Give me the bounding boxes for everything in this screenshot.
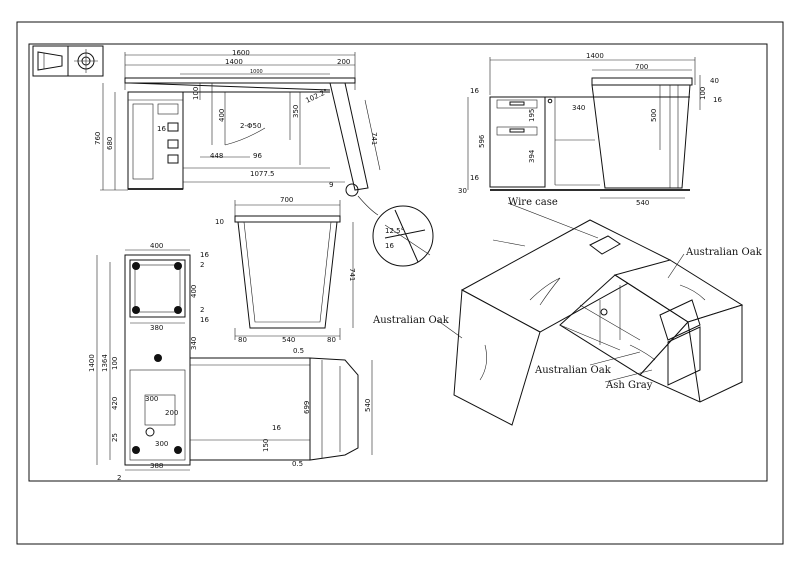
dim-plan-300a: 300 [145, 395, 158, 403]
dim-right-40: 40 [710, 77, 719, 85]
leg-dot [132, 262, 140, 270]
leg-dot [154, 354, 162, 362]
dim-plan-340: 340 [190, 337, 198, 350]
dim-plan-05a: 0.5 [293, 347, 304, 355]
dim-front-1600: 1600 [232, 49, 250, 57]
callout-oak-top-right: Australian Oak [685, 247, 763, 258]
dim-side-80r: 80 [327, 336, 336, 344]
inner-frame [28, 43, 768, 482]
dim-front-741: 741 [370, 132, 378, 145]
detail-angle: 12.5° [385, 227, 404, 235]
dim-plan-100: 100 [111, 357, 119, 370]
dim-front-1400: 1400 [225, 58, 243, 66]
dim-right-500: 500 [650, 109, 658, 122]
dim-plan-05b: 0.5 [292, 460, 303, 468]
dim-right-195: 195 [528, 109, 536, 122]
dim-side-700: 700 [280, 196, 293, 204]
dim-plan-380: 380 [150, 324, 163, 332]
callout-oak-left: Australian Oak [372, 315, 450, 326]
dim-plan-1400: 1400 [88, 354, 96, 372]
dim-plan-2b: 2 [200, 306, 204, 314]
right-front-view: 1400 700 40 16 100 16 340 596 195 394 50… [458, 52, 722, 207]
dim-plan-200: 200 [165, 409, 178, 417]
dim-plan-388: 388 [150, 462, 163, 470]
leg-dot [132, 446, 140, 454]
dim-right-30: 30 [458, 187, 467, 195]
dim-right-16: 16 [713, 96, 722, 104]
leg-dot [174, 446, 182, 454]
dim-right-700: 700 [635, 63, 648, 71]
dim-plan-300b: 300 [155, 440, 168, 448]
detail-circle: 12.5° 16 [357, 195, 434, 267]
callout-oak-middle: Australian Oak [534, 365, 612, 376]
dim-plan-540: 540 [364, 399, 372, 412]
leg-dot [174, 262, 182, 270]
dim-front-200: 200 [337, 58, 350, 66]
dim-front-400: 400 [218, 109, 226, 122]
leg-dot [174, 306, 182, 314]
dim-front-grommet: 2-Φ50 [240, 122, 261, 130]
dim-front-680: 680 [106, 137, 114, 150]
dim-right-1400: 1400 [586, 52, 604, 60]
dim-plan-699: 699 [303, 401, 311, 414]
dim-plan-2: 2 [117, 474, 121, 482]
dim-right-596: 596 [478, 134, 486, 148]
dim-front-1000: 1000 [250, 69, 263, 75]
dim-side-540: 540 [282, 336, 295, 344]
dim-front-350: 350 [292, 105, 300, 118]
wire-case-slot [589, 235, 621, 255]
dim-front-448: 448 [210, 152, 223, 160]
dim-plan-150: 150 [262, 439, 270, 452]
dim-plan-2a: 2 [200, 261, 204, 269]
isometric-view: Wire case Australian Oak Australian Oak … [372, 197, 763, 426]
dim-side-80l: 80 [238, 336, 247, 344]
dim-right-side16: 16 [470, 87, 479, 95]
dim-side-10: 10 [215, 218, 224, 226]
dim-front-16: 16 [157, 125, 166, 133]
dim-plan-400: 400 [150, 242, 163, 250]
leg-dot [132, 306, 140, 314]
dim-plan-400v: 400 [190, 285, 198, 298]
dim-front-100: 100 [192, 87, 200, 100]
callout-ash-gray: Ash Gray [605, 380, 653, 391]
dim-plan-16a: 16 [200, 251, 209, 259]
dim-right-b16: 16 [470, 174, 479, 182]
dim-plan-420: 420 [111, 397, 119, 410]
dim-front-96: 96 [253, 152, 262, 160]
side-view: 700 10 741 80 540 80 [215, 196, 356, 344]
dim-plan-25: 25 [111, 433, 119, 442]
dim-plan-16: 16 [272, 424, 281, 432]
dim-right-394: 394 [528, 149, 536, 163]
dim-front-1077: 1077.5 [250, 170, 275, 178]
dim-right-100: 100 [699, 87, 707, 100]
projection-symbol [32, 45, 104, 77]
outer-frame [16, 21, 784, 545]
dim-plan-16b: 16 [200, 316, 209, 324]
dim-side-741: 741 [348, 268, 356, 281]
dim-plan-1364: 1364 [101, 354, 109, 372]
detail-16: 16 [385, 242, 394, 250]
front-view: 1600 1400 200 1000 760 680 100 16 400 2-… [94, 49, 381, 197]
dim-front-9: 9 [329, 181, 333, 189]
dim-right-340: 340 [572, 104, 585, 112]
plan-view: 400 16 2 400 2 16 380 340 0.5 1400 1364 … [88, 242, 373, 482]
callout-wire-case: Wire case [508, 197, 558, 208]
dim-right-540: 540 [636, 199, 649, 207]
dim-front-angle: 102.2° [304, 88, 329, 105]
dim-front-760: 760 [94, 132, 102, 145]
